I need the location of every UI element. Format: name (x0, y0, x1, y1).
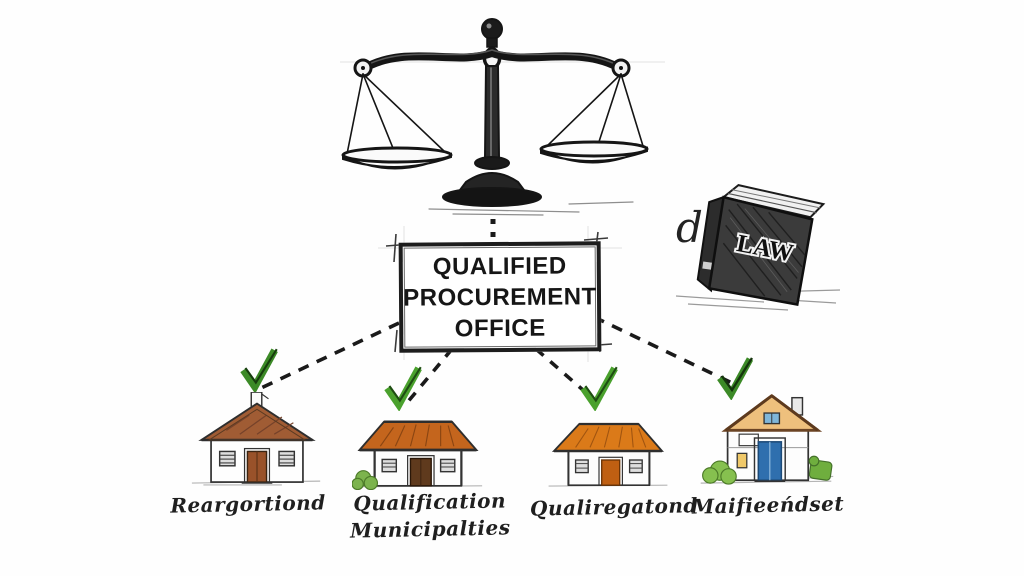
house-3-label: Qualiregatond (529, 493, 699, 521)
office-box-line-2: PROCUREMENT (403, 282, 597, 312)
handwritten-letter-d: d (676, 203, 703, 252)
checkmark-icon-house-3 (580, 366, 618, 411)
balance-scale-icon (341, 18, 649, 216)
house-3-icon (548, 422, 668, 487)
office-box-line-1: QUALIFIED (432, 252, 567, 280)
house-2-label-line-2: Municipalties (349, 515, 511, 543)
law-book-icon: LAW d (675, 184, 841, 311)
house-2-label-line-1: Qualification (353, 488, 507, 516)
house-4-label: Maifieeńdset (691, 491, 845, 519)
house-2-icon (352, 420, 483, 490)
procurement-office-box: QUALIFIED PROCUREMENT OFFICE (398, 241, 602, 353)
house-1-label: Reargortiond (170, 490, 326, 518)
checkmark-icon-house-1 (240, 348, 278, 393)
office-box-line-3: OFFICE (454, 314, 546, 342)
checkmark-icon-house-2 (384, 366, 422, 411)
house-4-icon (700, 393, 834, 485)
house-1-icon (191, 392, 321, 486)
